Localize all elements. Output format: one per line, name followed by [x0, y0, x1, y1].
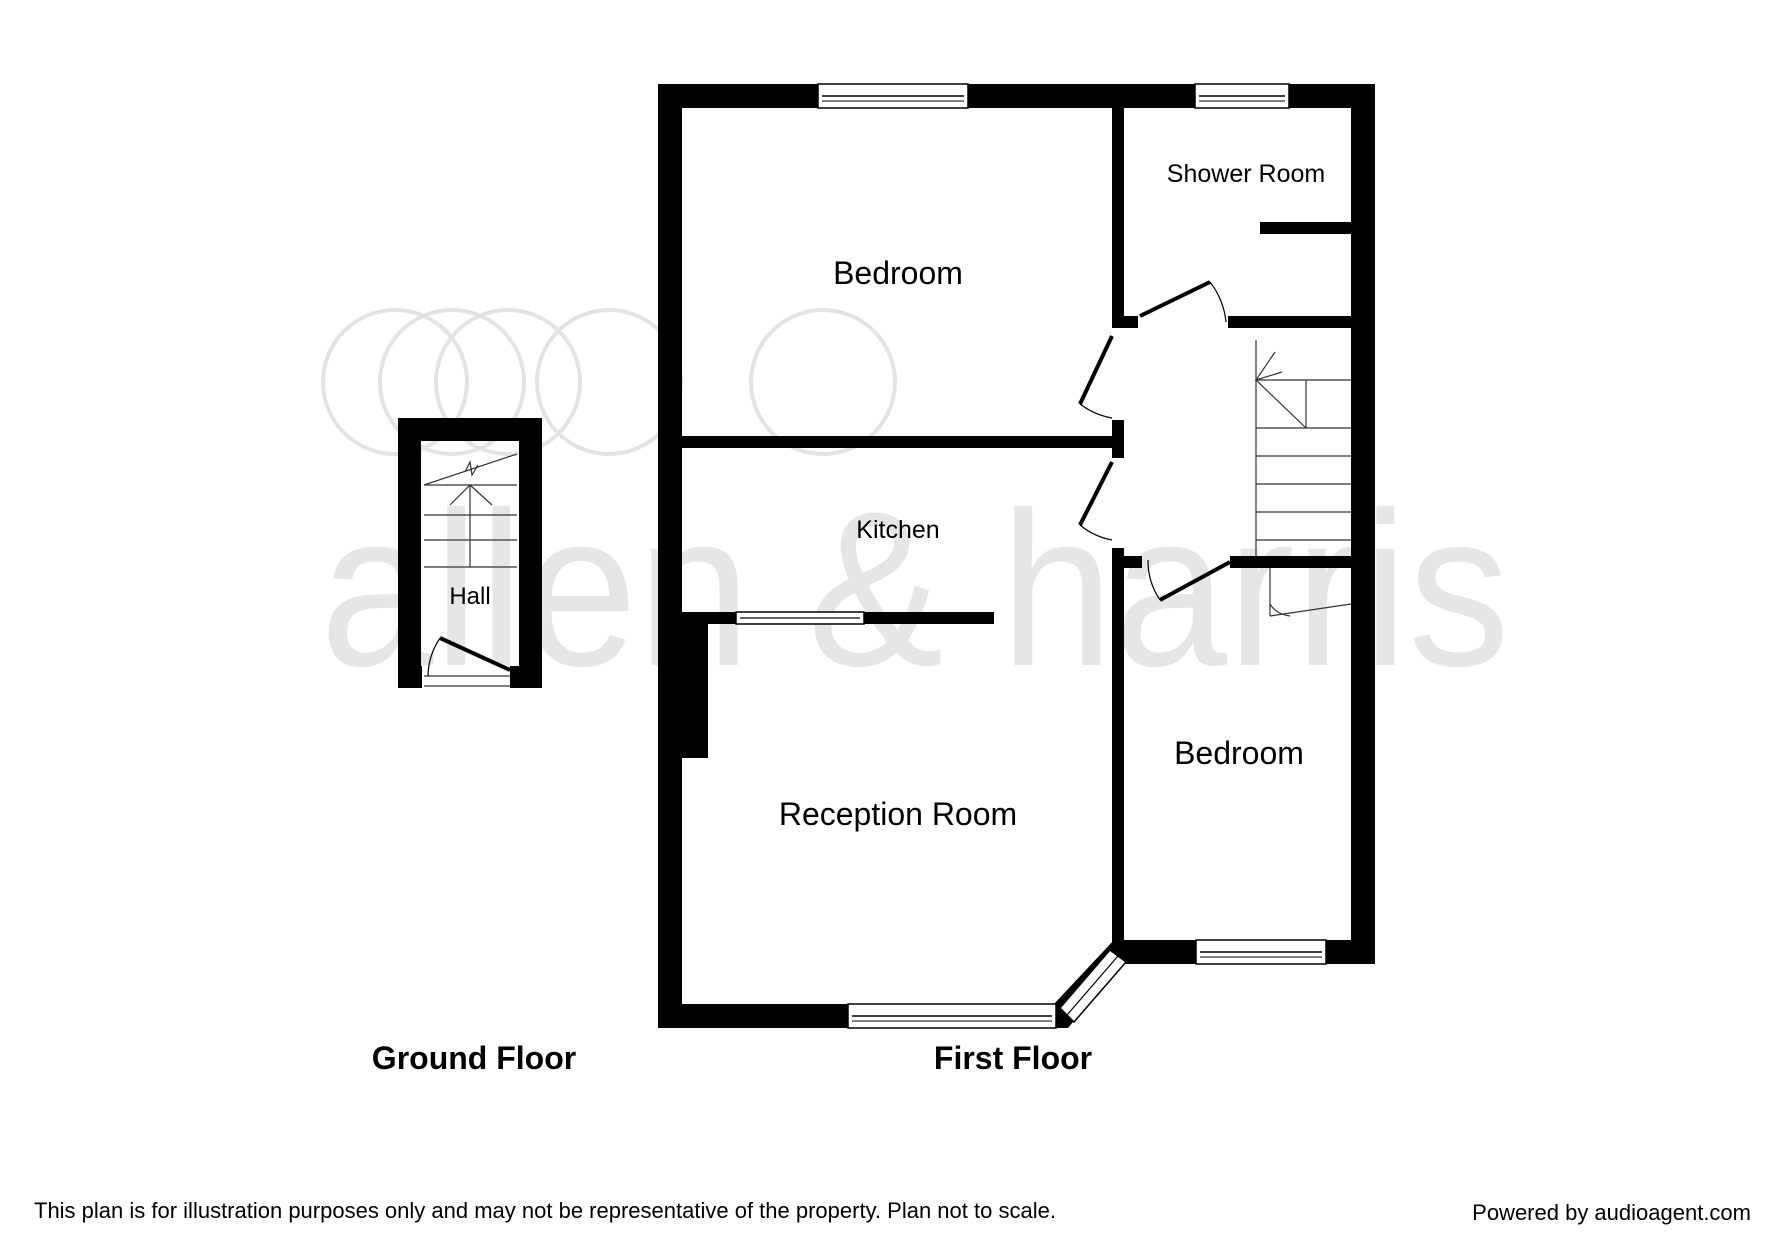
- wall: [1230, 556, 1351, 568]
- door-kitchen: [1078, 461, 1114, 541]
- door-bedroom-right: [1147, 559, 1231, 602]
- hall-entrance-door: [424, 636, 511, 687]
- wall: [1112, 420, 1124, 458]
- wall-right: [1351, 84, 1375, 964]
- wall: [1124, 556, 1142, 568]
- wall: [519, 418, 542, 688]
- room-label-hall: Hall: [449, 583, 490, 610]
- chimney-breast: [682, 612, 708, 758]
- wall: [1124, 316, 1138, 328]
- wall: [398, 418, 542, 441]
- bay-window: [1058, 948, 1128, 1024]
- window: [817, 83, 969, 109]
- disclaimer-text: This plan is for illustration purposes o…: [34, 1198, 1056, 1223]
- room-label-kitchen: Kitchen: [856, 516, 939, 544]
- window: [735, 611, 865, 625]
- wall: [1112, 548, 1124, 948]
- room-label-shower-room: Shower Room: [1167, 160, 1325, 188]
- wall: [510, 666, 542, 688]
- powered-by-text: Powered by audioagent.com: [1472, 1200, 1751, 1225]
- window: [1194, 83, 1290, 109]
- room-label-bedroom-right: Bedroom: [1174, 735, 1304, 771]
- wall: [1112, 108, 1124, 328]
- door-shower-room: [1139, 280, 1227, 323]
- window: [1195, 939, 1327, 965]
- ground-staircase: [423, 453, 518, 568]
- room-label-bedroom-top: Bedroom: [833, 255, 963, 291]
- ground-floor-plan: [398, 418, 542, 688]
- wall: [398, 418, 421, 688]
- wall: [398, 666, 422, 688]
- first-floor-plan: [658, 83, 1375, 1029]
- floor-label-first: First Floor: [934, 1040, 1092, 1076]
- first-floor-staircase: [1254, 340, 1352, 617]
- watermark-text: allen & harris: [320, 466, 1510, 712]
- floor-label-ground: Ground Floor: [372, 1040, 576, 1076]
- wall: [682, 436, 1120, 448]
- wall-left: [658, 84, 682, 1028]
- room-label-reception-room: Reception Room: [779, 796, 1017, 832]
- door-bedroom-top: [1078, 335, 1114, 419]
- wall: [1228, 316, 1351, 328]
- window: [847, 1003, 1057, 1029]
- wall: [1260, 222, 1351, 234]
